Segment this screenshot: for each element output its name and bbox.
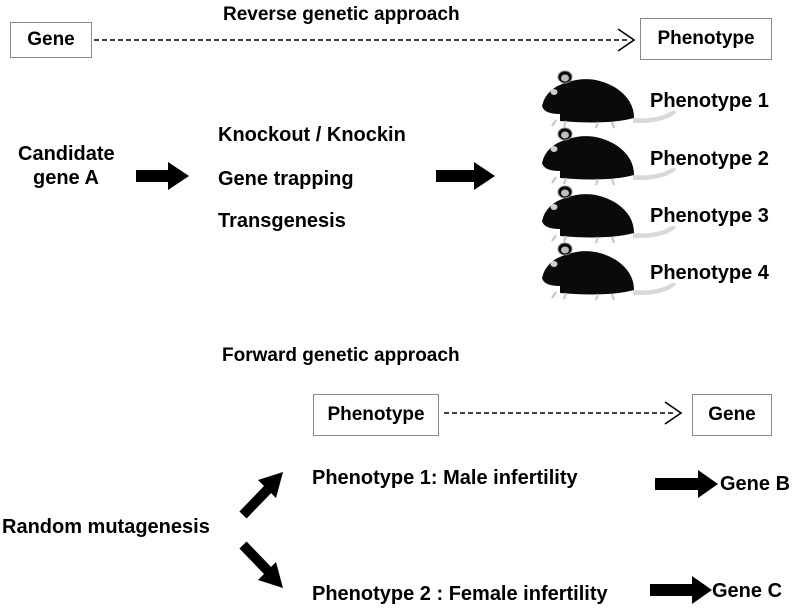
arrow-mutagenesis-to-male bbox=[239, 472, 283, 519]
reverse-phenotype-3: Phenotype 3 bbox=[650, 205, 769, 227]
mouse-icon bbox=[540, 241, 678, 302]
gene-c-label: Gene C bbox=[712, 580, 783, 602]
method-knockout: Knockout / Knockin bbox=[218, 124, 406, 146]
reverse-gene-box-label: Gene bbox=[27, 29, 75, 50]
mouse-icon bbox=[540, 184, 678, 245]
reverse-phenotype-box-label: Phenotype bbox=[657, 28, 755, 49]
candidate-gene-line1: Candidate bbox=[18, 143, 115, 165]
method-transgenesis: Transgenesis bbox=[218, 210, 346, 232]
random-mutagenesis-label: Random mutagenesis bbox=[2, 516, 210, 538]
arrow-candidate-to-methods bbox=[136, 162, 189, 190]
outcome-male-infertility: Phenotype 1: Male infertility bbox=[312, 467, 578, 489]
forward-gene-box: Gene bbox=[692, 394, 772, 436]
forward-approach-title: Forward genetic approach bbox=[222, 345, 460, 366]
reverse-phenotype-box: Phenotype bbox=[640, 18, 772, 60]
arrow-to-gene-b bbox=[655, 470, 718, 498]
mouse-icon bbox=[540, 69, 678, 130]
arrow-mutagenesis-to-female bbox=[239, 541, 283, 588]
outcome-female-infertility: Phenotype 2 : Female infertility bbox=[312, 583, 608, 605]
reverse-phenotype-1: Phenotype 1 bbox=[650, 90, 769, 112]
forward-phenotype-box: Phenotype bbox=[313, 394, 439, 436]
reverse-gene-box: Gene bbox=[10, 22, 92, 58]
reverse-phenotype-2: Phenotype 2 bbox=[650, 148, 769, 170]
candidate-gene-line2: gene A bbox=[33, 167, 99, 189]
reverse-phenotype-4: Phenotype 4 bbox=[650, 262, 769, 284]
forward-phenotype-box-label: Phenotype bbox=[327, 404, 425, 425]
reverse-approach-title: Reverse genetic approach bbox=[223, 4, 460, 25]
gene-b-label: Gene B bbox=[720, 473, 791, 495]
mouse-icon bbox=[540, 126, 678, 187]
arrow-to-gene-c bbox=[650, 576, 712, 604]
forward-gene-box-label: Gene bbox=[708, 404, 756, 425]
reverse-dashed-arrowhead bbox=[617, 28, 636, 52]
arrow-methods-to-mice bbox=[436, 162, 495, 190]
forward-dashed-arrowhead bbox=[664, 401, 683, 425]
method-gene-trapping: Gene trapping bbox=[218, 168, 354, 190]
